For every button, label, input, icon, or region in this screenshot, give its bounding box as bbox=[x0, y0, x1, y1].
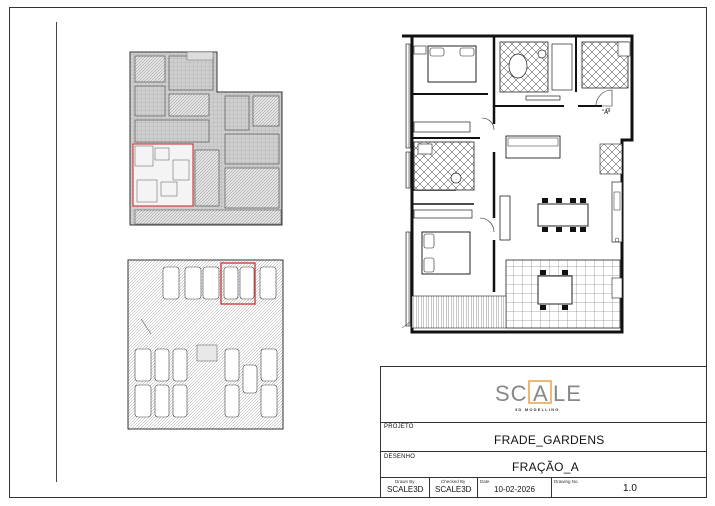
drawing-no-label: Drawing No. bbox=[554, 479, 579, 484]
logo-text-right: LE bbox=[553, 381, 582, 406]
logo-area: SC A LE 3D MODELLING bbox=[381, 367, 706, 423]
date-label: Date bbox=[480, 479, 490, 484]
drawing-frame bbox=[9, 7, 707, 498]
drawn-by-label: Drawn By bbox=[395, 479, 415, 484]
desenho-label: DESENHO bbox=[384, 454, 416, 460]
projeto-label: PROJETO bbox=[384, 424, 414, 430]
projeto-value: FRADE_GARDENS bbox=[494, 433, 605, 447]
cell-divider bbox=[551, 478, 552, 497]
projeto-row: PROJETO FRADE_GARDENS bbox=[381, 422, 706, 452]
garage-floor-plan bbox=[127, 259, 284, 430]
date-value: 10-02-2026 bbox=[494, 485, 535, 494]
logo-text-mid: A bbox=[533, 381, 548, 406]
title-block: SC A LE 3D MODELLING PROJETO FRADE_GARDE… bbox=[380, 366, 707, 498]
info-row: Drawn By SCALE3D Checked By SCALE3D Date… bbox=[381, 478, 706, 497]
building-floor-plan bbox=[129, 51, 283, 226]
cell-divider bbox=[477, 478, 478, 497]
room-tag-a: "A" bbox=[602, 110, 610, 116]
checked-by-value: SCALE3D bbox=[435, 485, 472, 494]
logo-text-left: SC bbox=[495, 381, 528, 406]
apartment-floor-plan: "A" bbox=[401, 34, 634, 334]
desenho-value: FRAÇÃO_A bbox=[512, 460, 580, 474]
checked-by-label: Checked By bbox=[441, 479, 466, 484]
desenho-row: DESENHO FRAÇÃO_A bbox=[381, 452, 706, 478]
logo-tagline: 3D MODELLING bbox=[515, 407, 560, 412]
scale3d-logo: SC A LE 3D MODELLING bbox=[495, 380, 582, 412]
drawn-by-value: SCALE3D bbox=[387, 485, 424, 494]
cell-divider bbox=[429, 478, 430, 497]
binding-margin-line bbox=[56, 22, 57, 482]
drawing-no-value: 1.0 bbox=[623, 483, 637, 494]
